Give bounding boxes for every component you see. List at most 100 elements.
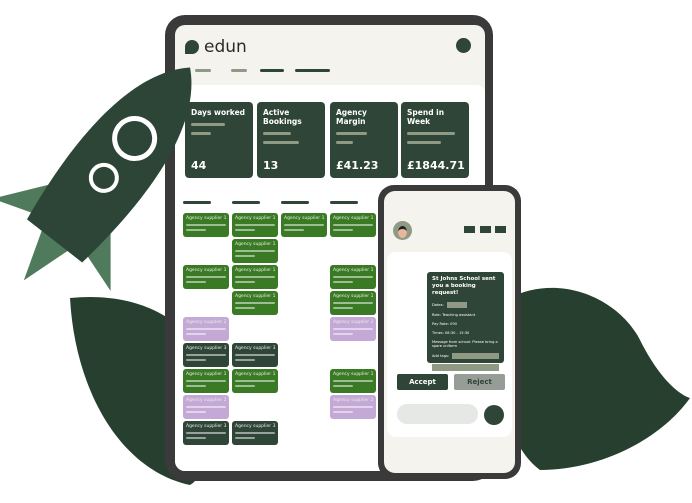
supplier-name: Agency supplier 1 xyxy=(235,372,276,377)
logo[interactable]: edun xyxy=(185,37,247,57)
supplier-card[interactable]: Agency supplier 1 xyxy=(183,265,229,289)
nav-tab[interactable] xyxy=(260,69,284,72)
supplier-name: Agency supplier 1 xyxy=(284,216,325,221)
menu-icon[interactable] xyxy=(495,226,506,233)
supplier-card[interactable]: Agency supplier 3 xyxy=(232,421,278,445)
supplier-card[interactable]: Agency supplier 1 xyxy=(232,265,278,289)
supplier-card[interactable]: Agency supplier 1 xyxy=(330,213,376,237)
supplier-card[interactable]: Agency supplier 2 xyxy=(183,395,229,419)
supplier-card[interactable]: Agency supplier 1 xyxy=(281,213,327,237)
supplier-name: Agency supplier 1 xyxy=(235,268,276,273)
supplier-card[interactable]: Agency supplier 1 xyxy=(232,291,278,315)
text-line xyxy=(235,385,255,387)
text-line xyxy=(333,385,353,387)
text-line xyxy=(186,406,226,408)
supplier-card[interactable]: Agency supplier 3 xyxy=(183,343,229,367)
column-header xyxy=(232,201,260,204)
supplier-card[interactable]: Agency supplier 3 xyxy=(183,421,229,445)
text-line xyxy=(235,359,255,361)
message-input[interactable] xyxy=(397,404,478,424)
text-line xyxy=(235,380,275,382)
supplier-card[interactable]: Agency supplier 1 xyxy=(183,213,229,237)
supplier-card[interactable]: Agency supplier 2 xyxy=(330,395,376,419)
supplier-card[interactable]: Agency supplier 2 xyxy=(183,317,229,341)
text-line xyxy=(333,328,373,330)
supplier-card[interactable]: Agency supplier 1 xyxy=(232,213,278,237)
supplier-name: Agency supplier 3 xyxy=(235,424,276,429)
text-line xyxy=(186,380,226,382)
menu-icon[interactable] xyxy=(464,226,475,233)
text-line xyxy=(235,276,275,278)
accept-button[interactable]: Accept xyxy=(397,374,448,390)
supplier-card[interactable]: Agency supplier 2 xyxy=(330,317,376,341)
text-line xyxy=(235,432,275,434)
supplier-name: Agency supplier 1 xyxy=(235,216,276,221)
text-line xyxy=(333,276,373,278)
column-header xyxy=(183,201,211,204)
nav-tab[interactable] xyxy=(295,69,330,72)
supplier-name: Agency supplier 1 xyxy=(235,242,276,247)
rocket-window xyxy=(112,115,158,161)
nav-tab[interactable] xyxy=(195,69,211,72)
text-line xyxy=(186,224,226,226)
text-line xyxy=(186,229,206,231)
text-line xyxy=(284,229,304,231)
text-line xyxy=(186,385,206,387)
text-line xyxy=(186,328,226,330)
tags-field[interactable] xyxy=(452,352,499,359)
text-line xyxy=(235,302,275,304)
supplier-card[interactable]: Agency supplier 1 xyxy=(232,369,278,393)
supplier-name: Agency supplier 1 xyxy=(235,294,276,299)
text-line xyxy=(186,432,226,434)
supplier-name: Agency supplier 1 xyxy=(333,216,374,221)
text-line xyxy=(235,307,255,309)
supplier-name: Agency supplier 3 xyxy=(186,346,227,351)
nav-tab[interactable] xyxy=(231,69,247,72)
supplier-name: Agency supplier 2 xyxy=(333,398,374,403)
text-line xyxy=(186,276,226,278)
supplier-name: Agency supplier 3 xyxy=(186,424,227,429)
text-line xyxy=(186,437,206,439)
supplier-name: Agency supplier 1 xyxy=(333,268,374,273)
text-line xyxy=(186,281,206,283)
supplier-card[interactable]: Agency supplier 1 xyxy=(232,239,278,263)
text-line xyxy=(333,406,373,408)
text-line xyxy=(235,255,255,257)
supplier-name: Agency supplier 1 xyxy=(186,372,227,377)
text-line xyxy=(235,250,275,252)
text-line xyxy=(333,333,353,335)
supplier-card[interactable]: Agency supplier 1 xyxy=(330,369,376,393)
menu-icon[interactable] xyxy=(480,226,491,233)
supplier-card[interactable]: Agency supplier 1 xyxy=(330,265,376,289)
text-line xyxy=(186,333,206,335)
supplier-card[interactable]: Agency supplier 1 xyxy=(183,369,229,393)
profile-button[interactable] xyxy=(456,38,471,53)
right-leaf xyxy=(498,287,690,470)
text-line xyxy=(333,411,353,413)
avatar[interactable] xyxy=(393,221,412,240)
text-line xyxy=(333,224,373,226)
column-header xyxy=(330,201,358,204)
supplier-card[interactable]: Agency supplier 1 xyxy=(330,291,376,315)
supplier-name: Agency supplier 2 xyxy=(186,398,227,403)
text-line xyxy=(186,354,226,356)
supplier-name: Agency supplier 1 xyxy=(333,372,374,377)
supplier-name: Agency supplier 1 xyxy=(333,294,374,299)
rocket-fin xyxy=(0,181,61,215)
text-line xyxy=(235,437,255,439)
supplier-name: Agency supplier 2 xyxy=(333,320,374,325)
stat-card-spend-in-week: Spend in Week£1844.71 xyxy=(401,102,469,178)
supplier-card[interactable]: Agency supplier 3 xyxy=(232,343,278,367)
text-line xyxy=(235,224,275,226)
text-line xyxy=(333,307,353,309)
supplier-name: Agency supplier 1 xyxy=(186,216,227,221)
text-line xyxy=(333,229,353,231)
text-line xyxy=(333,281,353,283)
text-line xyxy=(186,359,206,361)
reject-button[interactable]: Reject xyxy=(454,374,505,390)
send-button[interactable] xyxy=(484,405,504,425)
text-line xyxy=(235,229,255,231)
